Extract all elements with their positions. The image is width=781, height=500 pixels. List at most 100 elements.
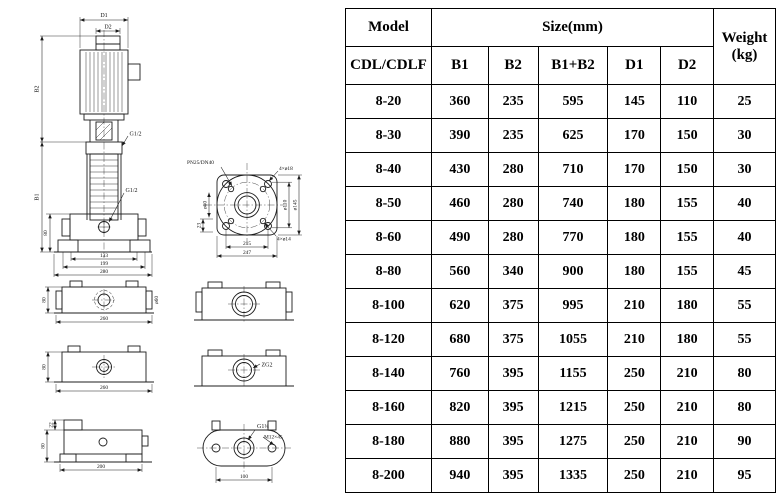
dimension-cell: 1155: [537, 356, 609, 391]
model-cell: 8-40: [345, 152, 432, 187]
label-b2: B2: [35, 85, 41, 92]
header-model-series: CDL/CDLF: [345, 46, 432, 85]
flange-dimension-lines: [201, 166, 301, 258]
dimension-cell: 1275: [537, 424, 609, 459]
header-col-b1b2: B1+B2: [537, 46, 609, 85]
front-view-extension-lines: [40, 17, 153, 277]
dimension-cell: 340: [487, 254, 539, 289]
label-dim-247: 247: [243, 250, 251, 256]
dimension-cell: 45: [713, 254, 776, 289]
pump-front-view: [54, 35, 152, 253]
dimension-cell: 250: [607, 390, 662, 425]
header-row-1: Model Size(mm) Weight (kg): [345, 8, 776, 85]
label-dim-199: 199: [100, 261, 108, 267]
header-weight-line1: Weight: [721, 29, 768, 46]
dimension-cell: 940: [430, 458, 489, 493]
header-weight-line2: (kg): [731, 46, 758, 63]
dimension-cell: 360: [430, 84, 489, 119]
model-cell: 8-120: [345, 322, 432, 357]
header-size: Size(mm): [430, 8, 715, 47]
label-d2: D2: [104, 25, 111, 31]
pump-drawing-panel: D1 D2 B2 B1 80 G1/2 G1/2 133 199 280: [0, 0, 345, 500]
dimension-cell: 155: [660, 254, 715, 289]
header-col-b2: B2: [487, 46, 539, 85]
dimension-cell: 180: [607, 254, 662, 289]
dimension-cell: 250: [607, 356, 662, 391]
model-cell: 8-160: [345, 390, 432, 425]
label-b1: B1: [35, 193, 41, 200]
dimension-cell: 995: [537, 288, 609, 323]
header-col-b1: B1: [430, 46, 489, 85]
header-col-d1: D1: [607, 46, 662, 85]
view-b-dimension-lines: [46, 352, 152, 393]
pump-technical-drawing: D1 D2 B2 B1 80 G1/2 G1/2 133 199 280: [35, 13, 302, 483]
dimension-cell: 170: [607, 152, 662, 187]
dimension-cell: 395: [487, 424, 539, 459]
header-weight: Weight (kg): [713, 8, 776, 85]
header-col-d2: D2: [660, 46, 715, 85]
dimension-cell: 80: [713, 356, 776, 391]
model-cell: 8-180: [345, 424, 432, 459]
dimension-cell: 490: [430, 220, 489, 255]
dimension-cell: 395: [487, 458, 539, 493]
dimension-cell: 880: [430, 424, 489, 459]
label-dia145: ø145: [293, 199, 299, 210]
front-view-dimension-lines: [40, 18, 152, 277]
label-g12-lower: G1/2: [126, 188, 138, 194]
dimension-cell: 170: [607, 118, 662, 153]
label-view-b-80: 80: [42, 364, 48, 370]
label-view-a-260: 260: [100, 316, 108, 322]
dimension-cell: 900: [537, 254, 609, 289]
label-dim-100: 100: [240, 474, 248, 480]
dimension-cell: 80: [713, 390, 776, 425]
dimension-cell: 210: [660, 458, 715, 493]
label-d1: D1: [100, 13, 107, 19]
label-holes-4x18: 4×ø18: [279, 166, 293, 172]
dimension-cell: 280: [487, 152, 539, 187]
dimension-cell: 180: [660, 322, 715, 357]
view-c-extension-lines: [44, 419, 143, 472]
model-cell: 8-30: [345, 118, 432, 153]
view-f-dimension-lines: [216, 429, 275, 482]
label-dia110: ø110: [283, 199, 289, 210]
view-e-leader: [252, 363, 261, 369]
dimension-cell: 30: [713, 152, 776, 187]
label-base-height-80: 80: [43, 230, 49, 236]
label-view-c-80: 80: [41, 443, 47, 449]
dimension-cell: 375: [487, 322, 539, 357]
label-dim-133: 133: [100, 253, 108, 259]
label-view-c-22: 22: [49, 422, 55, 428]
view-a-dimension-lines: [46, 287, 152, 324]
dimension-cell: 210: [660, 390, 715, 425]
label-m12x45: M12×45: [264, 435, 283, 441]
dimension-cell: 625: [537, 118, 609, 153]
label-dim-280: 280: [100, 269, 108, 275]
dimension-cell: 155: [660, 186, 715, 221]
model-cell: 8-80: [345, 254, 432, 289]
dimension-cell: 235: [487, 84, 539, 119]
label-holes-4x14: 4×ø14: [277, 237, 291, 243]
dimension-cell: 280: [487, 220, 539, 255]
dimension-cell: 430: [430, 152, 489, 187]
dimensions-table: Model Size(mm) Weight (kg) CDL/CDLF B1 B…: [345, 8, 776, 493]
dimension-cell: 210: [607, 322, 662, 357]
header-row-2: CDL/CDLF B1 B2 B1+B2 D1 D2: [345, 46, 776, 85]
dimension-cell: 1335: [537, 458, 609, 493]
dimension-cell: 770: [537, 220, 609, 255]
dimension-cell: 560: [430, 254, 489, 289]
label-view-b-260: 260: [100, 385, 108, 391]
header-model: Model: [345, 8, 432, 47]
dimension-cell: 110: [660, 84, 715, 119]
view-a-extension-lines: [45, 286, 153, 324]
model-cell: 8-100: [345, 288, 432, 323]
label-dim-215: 215: [243, 241, 251, 247]
dimension-cell: 145: [607, 84, 662, 119]
